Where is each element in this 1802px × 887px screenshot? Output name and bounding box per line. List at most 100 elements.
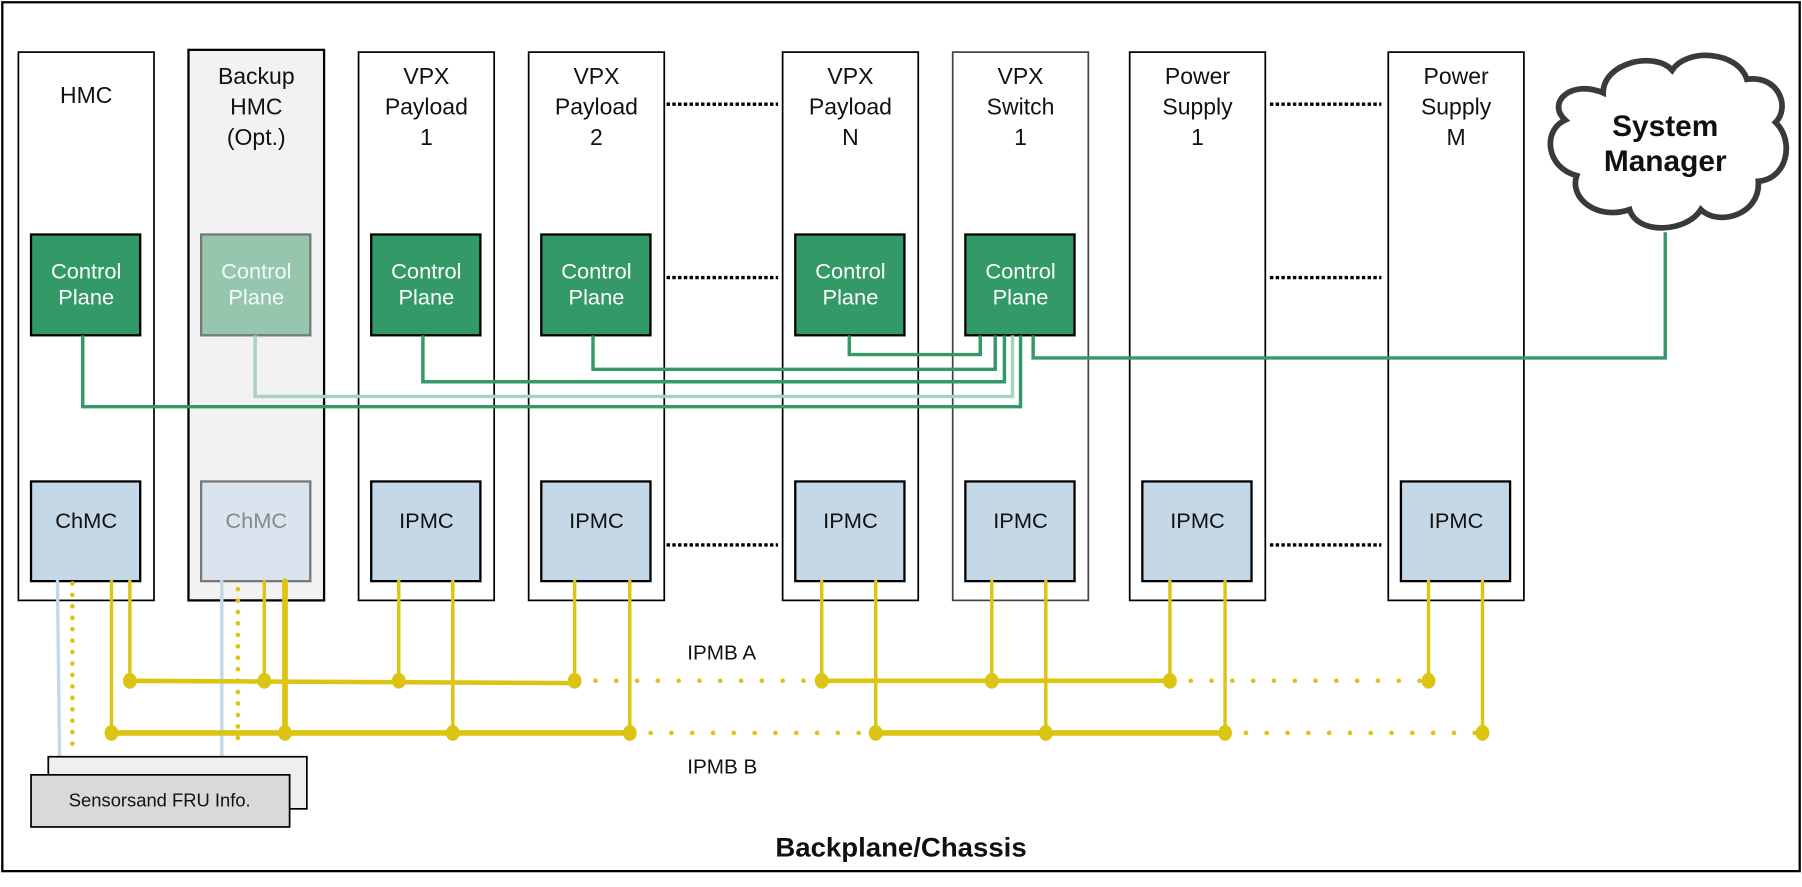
control-plane-box[interactable]	[964, 233, 1076, 337]
control-plane-box[interactable]	[794, 233, 906, 337]
sensors-fru-info[interactable]: Sensorsand FRU Info.	[30, 755, 308, 828]
management-controller-box[interactable]	[370, 480, 482, 583]
ipmb-a-junction	[257, 672, 272, 689]
link-hmc-to-switch	[81, 335, 1023, 409]
slot-title-line: Supply	[1162, 94, 1233, 120]
slot-title-line: VPX	[998, 63, 1044, 89]
ipmb-a-seg1	[127, 678, 577, 686]
slot-title-line: Supply	[1421, 94, 1492, 120]
ipmb-a-junction	[1163, 672, 1177, 689]
control-plane-box[interactable]	[540, 233, 652, 337]
ipmb-b-junction	[278, 725, 292, 741]
ipmb-b-junction	[1475, 725, 1490, 741]
ipmb-b-label: IPMB B	[687, 756, 757, 779]
slot-title-line: 2	[590, 124, 603, 150]
system-manager-line1: System	[1612, 110, 1718, 143]
cloud-icon	[1547, 52, 1790, 231]
sensors-card-front	[30, 774, 291, 828]
control-plane-label: Plane	[398, 285, 454, 310]
slot-title-line: (Opt.)	[227, 124, 286, 150]
slot-title-line: Payload	[809, 94, 892, 120]
control-plane-label: Control	[391, 259, 461, 284]
link-payload2-to-switch	[591, 335, 997, 371]
sensor-link-hmc	[55, 579, 62, 777]
ipmb-b-junction	[868, 725, 883, 741]
control-plane-box[interactable]	[370, 233, 482, 337]
slot-title-line: Payload	[555, 94, 638, 120]
ipmb-b-junction	[445, 725, 460, 741]
slots-layer: HMCControlPlaneChMCBackupHMC(Opt.)Contro…	[17, 48, 1525, 602]
slot-title-line: HMC	[230, 94, 282, 120]
ipmb-a-junction	[984, 672, 999, 689]
ipmb-b-junction	[104, 725, 119, 741]
ipmb-a-junction	[567, 672, 582, 689]
ellipsis-layer	[666, 102, 1382, 547]
management-controller-box[interactable]	[1141, 480, 1253, 583]
ipmb-a-junction	[391, 672, 406, 689]
slot-title-line: VPX	[827, 63, 873, 89]
control-plane-label: Control	[221, 259, 291, 284]
control-plane-label: Plane	[228, 285, 284, 310]
management-controller-label: IPMC	[823, 508, 878, 533]
control-plane-label: Plane	[993, 285, 1049, 310]
system-manager-line2: Manager	[1604, 145, 1727, 178]
management-controller-box[interactable]	[540, 480, 652, 583]
slot-title-line: VPX	[573, 63, 619, 89]
ipmb-a-junction	[814, 672, 829, 689]
management-controller-box[interactable]	[199, 480, 312, 583]
control-plane-box[interactable]	[29, 233, 142, 337]
management-controller-label: IPMC	[399, 508, 454, 533]
slot-title-line: Power	[1165, 63, 1231, 89]
ipmb-layer	[55, 578, 1490, 777]
management-controller-box[interactable]	[29, 480, 142, 583]
link-payloadn-to-switch	[847, 335, 983, 357]
management-controller-box[interactable]	[1399, 480, 1512, 583]
slot-title-line: Payload	[385, 94, 468, 120]
link-switch-to-system-manager	[1031, 232, 1667, 360]
slot-title-line: Power	[1424, 63, 1490, 89]
slot-title-line: N	[842, 124, 859, 150]
control-plane-label: Plane	[823, 285, 879, 310]
control-plane-label: Control	[815, 259, 885, 284]
slot-title-line: 1	[1191, 124, 1204, 150]
management-controller-box[interactable]	[964, 480, 1076, 583]
sensors-label: Sensorsand FRU Info.	[69, 790, 251, 811]
slot-title-line: VPX	[403, 63, 449, 89]
slot-title-line: Switch	[987, 94, 1055, 120]
control-plane-label: Plane	[569, 285, 625, 310]
management-controller-label: IPMC	[569, 508, 624, 533]
control-plane-label: Control	[561, 259, 631, 284]
control-plane-label: Control	[51, 259, 121, 284]
ipmb-a-junction	[122, 672, 137, 689]
management-controller-label: IPMC	[1170, 508, 1225, 533]
management-controller-box[interactable]	[794, 480, 906, 583]
link-payload1-to-switch	[421, 335, 1007, 384]
ipmb-b-junction	[622, 725, 637, 741]
link-backup-hmc-to-switch	[253, 335, 1015, 399]
control-links-layer	[81, 232, 1667, 409]
ipmb-b-junction	[1038, 725, 1053, 741]
control-plane-label: Plane	[58, 285, 114, 310]
management-controller-label: ChMC	[225, 508, 287, 533]
management-controller-label: IPMC	[993, 508, 1048, 533]
system-manager[interactable]: System Manager	[1547, 52, 1790, 231]
slot-title-line: Backup	[218, 63, 295, 89]
control-plane-label: Control	[985, 259, 1055, 284]
chassis-label: Backplane/Chassis	[775, 832, 1026, 863]
slot-title-line: 1	[1014, 124, 1027, 150]
management-controller-label: ChMC	[55, 508, 117, 533]
slot-title-line: M	[1447, 124, 1466, 150]
ipmb-b-junction	[1218, 725, 1232, 741]
slot-title-line: HMC	[60, 82, 112, 108]
slot-title-line: 1	[420, 124, 433, 150]
ipmb-a-label: IPMB A	[687, 641, 756, 664]
